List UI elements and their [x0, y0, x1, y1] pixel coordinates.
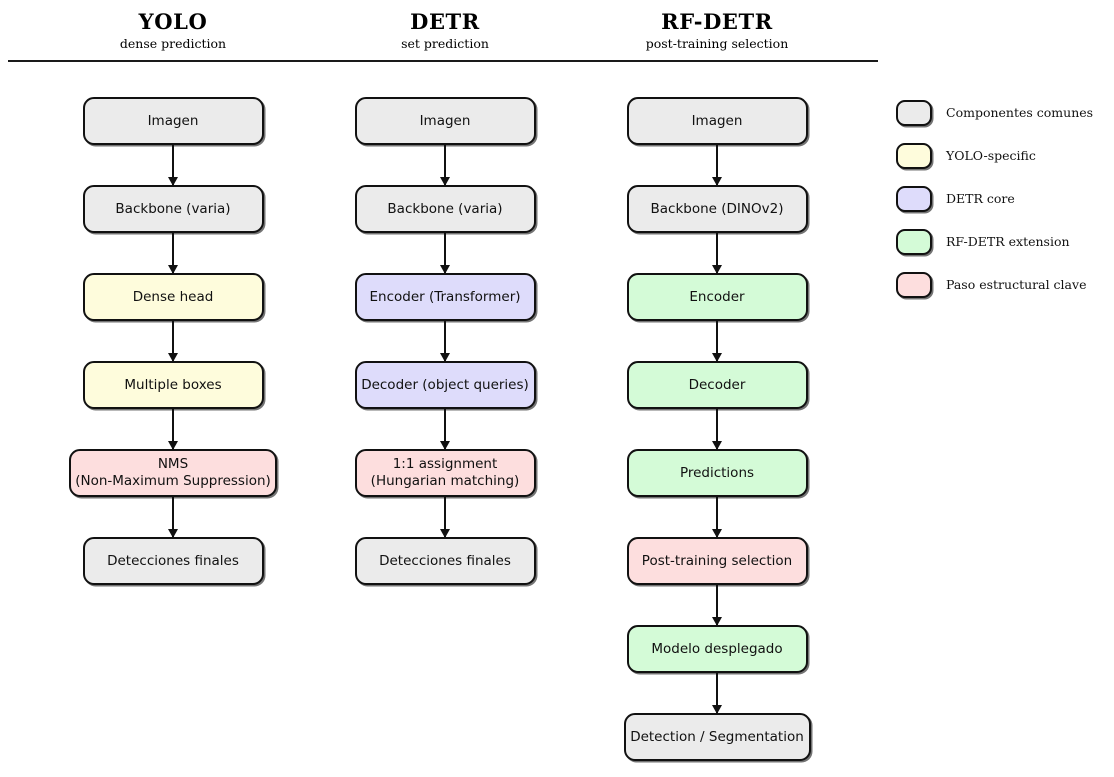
flow-arrow — [715, 673, 719, 713]
flow-arrow — [715, 585, 719, 625]
flow-node: Encoder (Transformer) — [354, 273, 536, 321]
flow-node-label: Post-training selection — [641, 552, 793, 569]
column-header-detr: DETR set prediction — [295, 9, 595, 52]
column-header-rfdetr: RF-DETR post-training selection — [567, 9, 867, 52]
legend-label: YOLO-specific — [946, 148, 1036, 163]
flow-node: Decoder — [626, 361, 808, 409]
flow-node-label: 1:1 assignment(Hungarian matching) — [370, 456, 520, 489]
flow-arrow — [715, 409, 719, 449]
flow-arrow — [171, 145, 175, 185]
flow-node-label: Backbone (varia) — [115, 200, 231, 217]
flow-node-label: Backbone (varia) — [387, 200, 503, 217]
legend-swatch — [896, 229, 932, 255]
flow-node: 1:1 assignment(Hungarian matching) — [354, 449, 536, 497]
flow-node: Modelo desplegado — [626, 625, 808, 673]
flow-node-label: Modelo desplegado — [651, 640, 783, 657]
flow-node: Detecciones finales — [82, 537, 264, 585]
flow-node-label: Encoder — [689, 288, 745, 305]
column-title-detr: DETR — [410, 9, 480, 34]
flow-arrow — [715, 233, 719, 273]
flow-node: Imagen — [354, 97, 536, 145]
flow-arrow — [715, 497, 719, 537]
flow-node: Predictions — [626, 449, 808, 497]
flow-node: Decoder (object queries) — [354, 361, 536, 409]
flow-node-label: Encoder (Transformer) — [369, 288, 521, 305]
column-title-yolo: YOLO — [138, 9, 208, 34]
flow-arrow — [443, 497, 447, 537]
column-title-rfdetr: RF-DETR — [661, 9, 773, 34]
legend-label: RF-DETR extension — [946, 234, 1070, 249]
flow-node-label: Detecciones finales — [107, 552, 239, 569]
flow-node-label: Detection / Segmentation — [630, 728, 804, 745]
flow-node-label: Decoder — [688, 376, 746, 393]
flow-arrow — [171, 409, 175, 449]
flow-node-label: Detecciones finales — [379, 552, 511, 569]
flow-arrow — [171, 233, 175, 273]
legend-swatch — [896, 272, 932, 298]
flow-node: Backbone (varia) — [354, 185, 536, 233]
flow-node-label: Imagen — [147, 112, 199, 129]
flow-node: Dense head — [82, 273, 264, 321]
flow-node-label: Predictions — [679, 464, 755, 481]
flow-node-label: Imagen — [691, 112, 743, 129]
legend-swatch — [896, 143, 932, 169]
flow-node: Detecciones finales — [354, 537, 536, 585]
flow-node-label: NMS(Non-Maximum Suppression) — [75, 456, 271, 489]
legend-label: DETR core — [946, 191, 1015, 206]
flow-node-label: Backbone (DINOv2) — [650, 200, 784, 217]
flow-node: Detection / Segmentation — [623, 713, 811, 761]
flow-node: Post-training selection — [626, 537, 808, 585]
flow-arrow — [443, 321, 447, 361]
flow-node: NMS(Non-Maximum Suppression) — [69, 449, 277, 497]
legend-label: Componentes comunes — [946, 105, 1094, 120]
column-subtitle-detr: set prediction — [401, 36, 489, 51]
flow-arrow — [443, 233, 447, 273]
flow-arrow — [443, 145, 447, 185]
header-divider-rule — [8, 60, 878, 62]
flow-arrow — [715, 145, 719, 185]
flow-node-label: Dense head — [132, 288, 214, 305]
flow-node: Imagen — [626, 97, 808, 145]
flow-node: Imagen — [82, 97, 264, 145]
flow-node-label: Multiple boxes — [124, 376, 222, 393]
column-header-yolo: YOLO dense prediction — [23, 9, 323, 52]
legend-swatch — [896, 100, 932, 126]
column-subtitle-yolo: dense prediction — [119, 36, 227, 51]
legend-swatch — [896, 186, 932, 212]
flow-node: Backbone (varia) — [82, 185, 264, 233]
flow-arrow — [443, 409, 447, 449]
column-subtitle-rfdetr: post-training selection — [645, 36, 789, 51]
flow-node-label: Decoder (object queries) — [361, 376, 529, 393]
flow-node: Backbone (DINOv2) — [626, 185, 808, 233]
flow-arrow — [715, 321, 719, 361]
legend-label: Paso estructural clave — [946, 277, 1087, 292]
flow-node: Encoder — [626, 273, 808, 321]
flow-node: Multiple boxes — [82, 361, 264, 409]
flow-arrow — [171, 321, 175, 361]
flow-arrow — [171, 497, 175, 537]
flow-node-label: Imagen — [419, 112, 471, 129]
